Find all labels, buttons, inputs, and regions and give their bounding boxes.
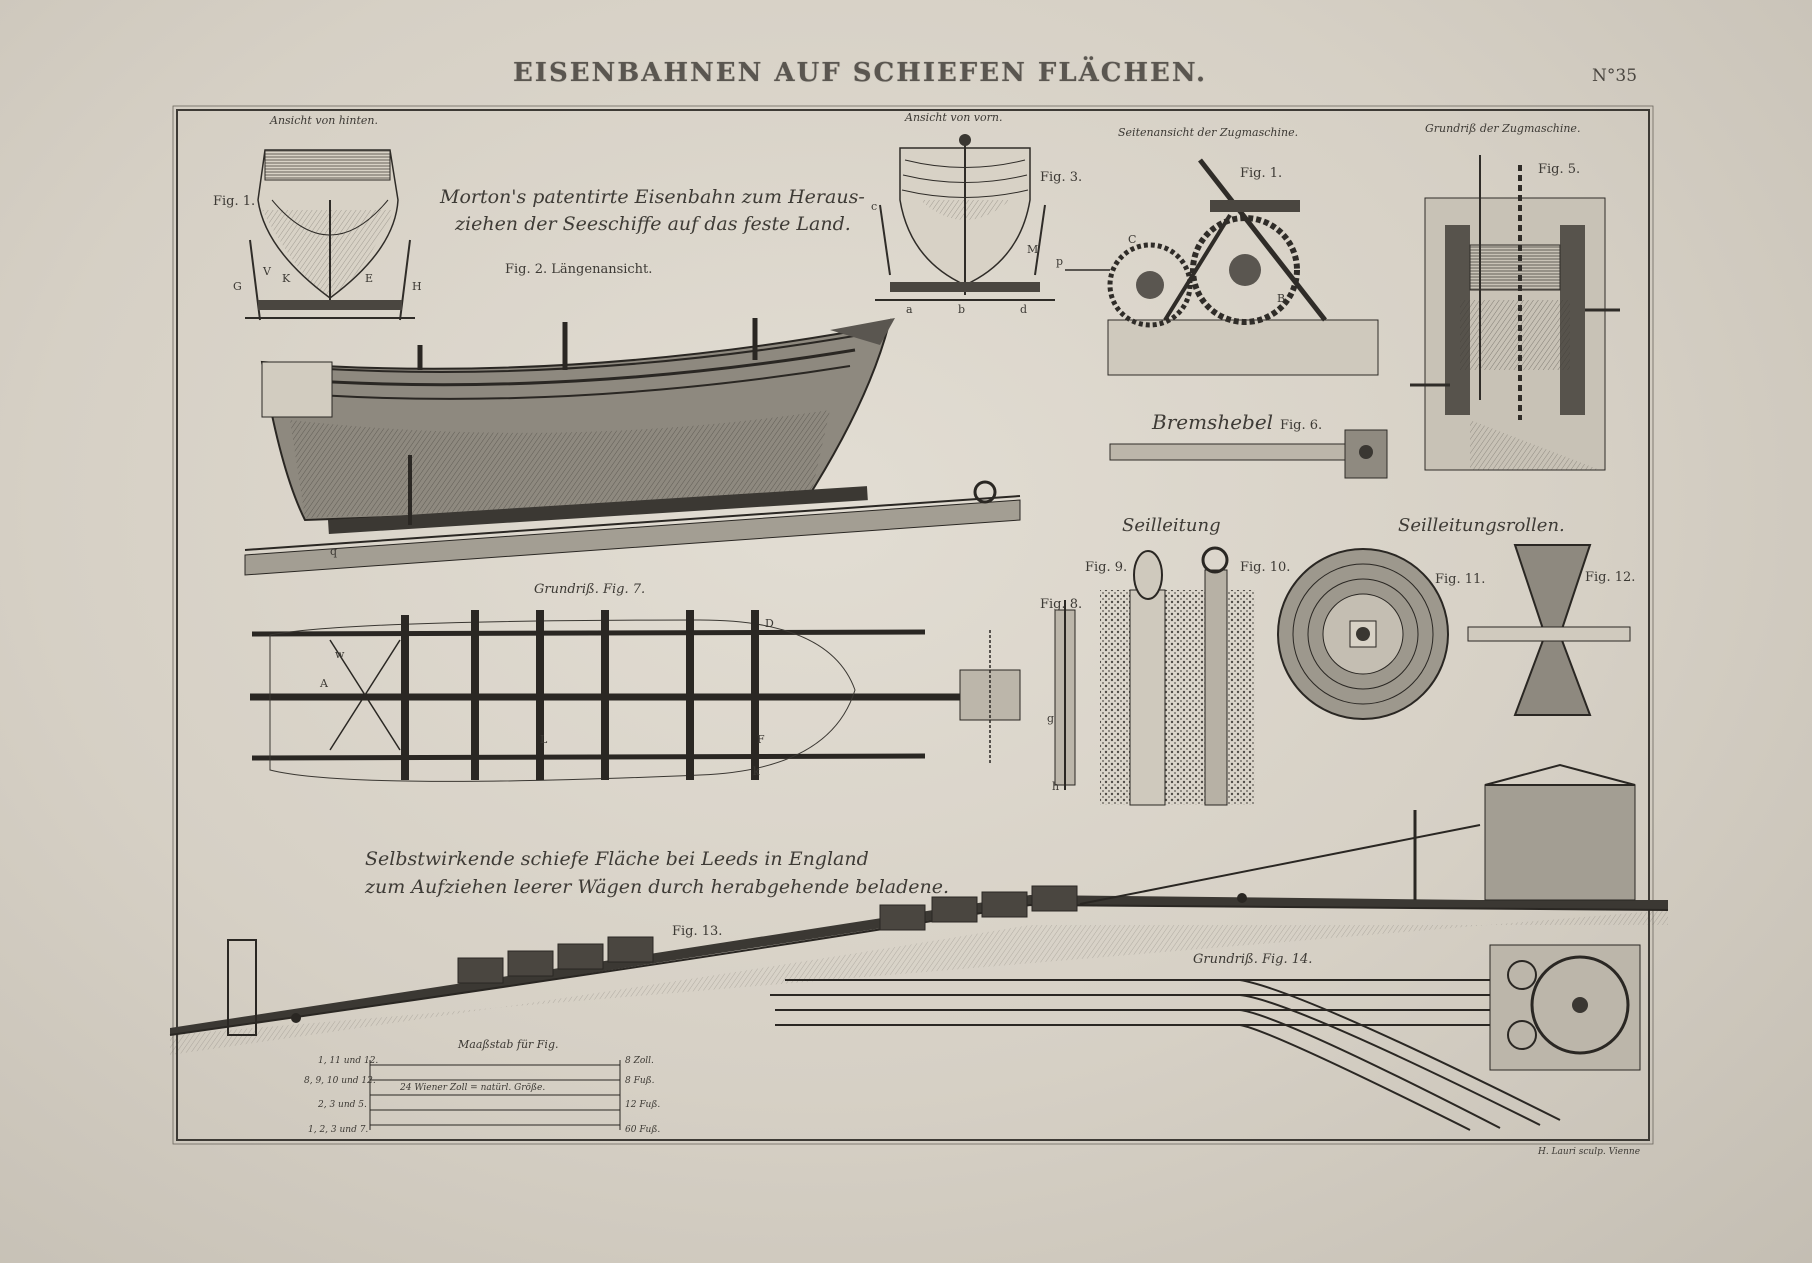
letter-C: C [1128,233,1137,246]
leeds-caption-line1: Selbstwirkende schiefe Fläche bei Leeds … [365,848,869,870]
fig13-wagons-lower [457,936,654,984]
fig11-pulley [1277,548,1449,720]
label-fig6: Fig. 6. [1280,418,1323,433]
label-fig12: Fig. 12. [1585,570,1636,585]
label-fig9: Fig. 9. [1085,560,1128,575]
fig2-ship-longitudinal [244,318,1021,576]
letter-E: E [365,272,374,285]
letter-V: V [263,265,271,278]
letter-w: w [335,648,345,661]
morton-caption-line2: ziehen der Seeschiffe auf das feste Land… [455,213,851,235]
letter-K: K [282,272,291,285]
label-fig11: Fig. 11. [1435,572,1486,587]
plate-title: EISENBAHNEN AUF SCHIEFEN FLÄCHEN. [512,58,1208,88]
fig5-hauling-machine-plan [1410,155,1620,471]
label-grundriss-fig7: Grundriß. Fig. 7. [534,582,646,597]
label-fig1-a: Fig. 1. [213,194,256,209]
label-fig3: Fig. 3. [1040,170,1083,185]
letter-L: L [540,733,548,746]
label-fig2: Fig. 2. Längenansicht. [505,262,653,277]
scale-row-label-1: 1, 11 und 12. [318,1056,379,1066]
scale-unit-3: 12 Fuß. [625,1100,661,1110]
scale-unit-1: 8 Zoll. [625,1056,654,1066]
letter-q: q [330,545,338,558]
fig6-brake-lever [1109,429,1388,479]
leeds-caption-line2: zum Aufziehen leerer Wägen durch herabge… [365,876,950,898]
letter-c: c [871,200,878,213]
engraver-credit: H. Lauri sculp. Vienne [1538,1147,1641,1157]
scale-unit-4: 60 Fuß. [625,1125,661,1135]
letter-k: k [753,765,760,778]
letter-g: g [1047,712,1055,725]
letter-D: D [765,617,774,630]
scale-unit-2: 8 Fuß. [625,1076,655,1086]
letter-p: p [1056,255,1064,268]
letter-B: B [1277,292,1286,305]
label-bremshebel: Bremshebel [1152,410,1274,434]
fig7-plan [250,610,1021,782]
label-grundriss-zugmaschine: Grundriß der Zugmaschine. [1425,122,1581,135]
letter-M: M [1027,243,1039,256]
letter-A: A [320,677,328,690]
label-grundriss-fig14: Grundriß. Fig. 14. [1193,952,1313,967]
letter-a: a [906,303,913,316]
label-fig13: Fig. 13. [672,924,723,939]
scale-bar [369,1060,621,1130]
fig8-rope-guide [1054,600,1076,790]
fig13-wagons-upper [879,885,1078,931]
letter-d: d [1020,303,1028,316]
plate-number: N°35 [1592,66,1638,86]
letter-F: F [757,733,765,746]
fig3-ship-front-view [875,134,1055,301]
letter-b: b [958,303,966,316]
scale-row-label-3: 2, 3 und 5. [318,1100,367,1110]
label-fig5: Fig. 5. [1538,162,1581,177]
scale-row-label-4: 1, 2, 3 und 7. [308,1125,369,1135]
letter-H: H [412,280,422,293]
fig12-pulley-section [1467,544,1631,716]
label-fig8: Fig. 8. [1040,597,1083,612]
label-fig10: Fig. 10. [1240,560,1291,575]
letter-G: G [233,280,242,293]
label-fig1-b: Fig. 1. [1240,166,1283,181]
scale-row-label-2: 8, 9, 10 und 12. [304,1076,376,1086]
plate-border-outer [172,105,1654,1145]
letter-h: h [1052,780,1060,793]
fig9-rope-guide-section [1100,546,1255,806]
label-seilleitung: Seilleitung [1122,515,1221,536]
label-ansicht-hinten: Ansicht von hinten. [270,114,378,127]
label-seilleitungsrollen: Seilleitungsrollen. [1398,515,1565,536]
fig13-inclined-plane [169,763,1669,1055]
label-massstab: Maaßstab für Fig. [458,1038,559,1051]
plate-border [176,109,1650,1141]
label-seitenansicht: Seitenansicht der Zugmaschine. [1118,126,1299,139]
fig14-plan [770,944,1641,1131]
morton-caption-line1: Morton's patentirte Eisenbahn zum Heraus… [440,186,865,208]
fig4-hauling-machine-side [1065,158,1379,376]
label-scale-inner: 24 Wiener Zoll = natürl. Größe. [400,1083,546,1093]
label-ansicht-vorn: Ansicht von vorn. [905,111,1003,124]
fig1-ship-back-view [245,149,415,321]
